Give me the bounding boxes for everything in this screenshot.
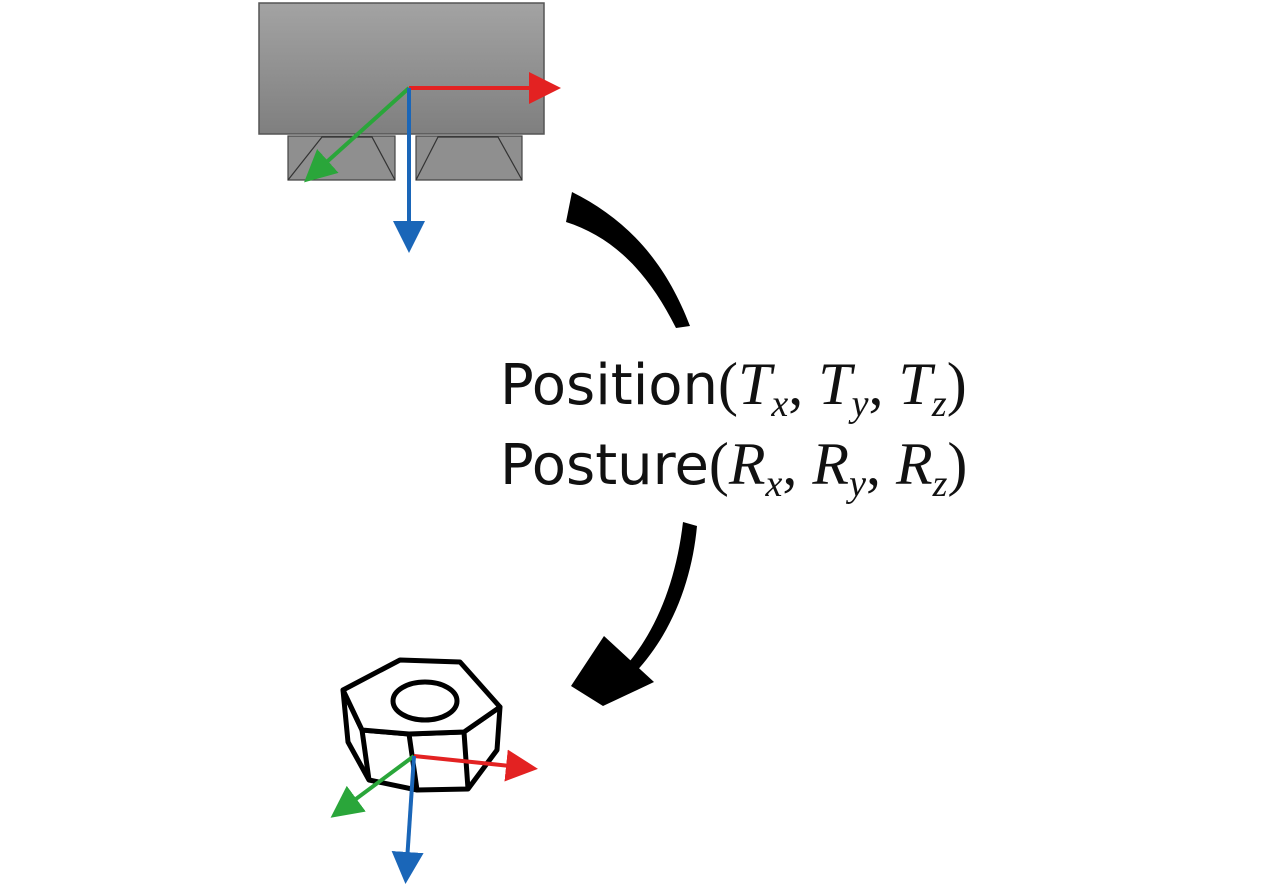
tool-y-axis bbox=[304, 86, 411, 183]
transform-arrow-lower bbox=[624, 522, 697, 678]
gripper bbox=[258, 2, 545, 181]
position-label: Position(Tx, Ty, Tz) bbox=[500, 351, 967, 425]
position-word: Position bbox=[500, 353, 719, 418]
object-x-axis bbox=[413, 749, 538, 782]
transform-arrow-upper bbox=[566, 192, 690, 328]
object-frame-axes bbox=[330, 749, 538, 884]
gripper-finger-left bbox=[287, 135, 396, 181]
posture-params: (Rx, Ry, Rz) bbox=[708, 431, 968, 505]
transform-arrowhead bbox=[571, 636, 654, 706]
object-z-axis bbox=[391, 755, 424, 884]
object-y-axis bbox=[330, 754, 416, 818]
posture-label: Posture(Rx, Ry, Rz) bbox=[500, 431, 968, 505]
hex-nut bbox=[340, 657, 503, 793]
gripper-body bbox=[258, 2, 545, 135]
tool-frame-axes bbox=[304, 72, 561, 253]
gripper-finger-right bbox=[415, 135, 523, 181]
position-params: (Tx, Ty, Tz) bbox=[718, 351, 967, 425]
hex-nut-hole bbox=[390, 679, 460, 723]
posture-word: Posture bbox=[500, 433, 709, 498]
